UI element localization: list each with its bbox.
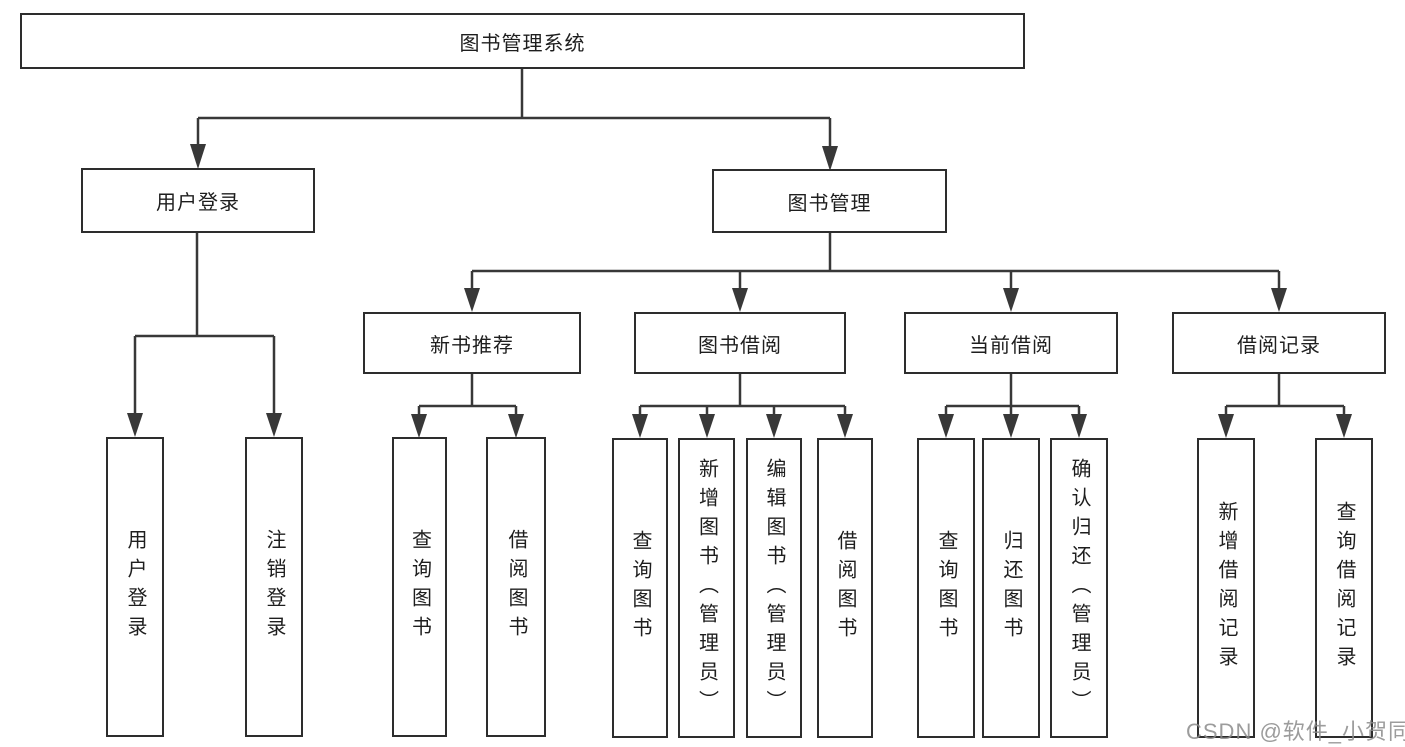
node-borrowing-records: 借阅记录 — [1172, 312, 1386, 374]
connector-borrowing-to-leaves — [632, 374, 853, 438]
leaf-cb-query-books: 查询图书 — [917, 438, 975, 738]
leaf-logout: 注销登录 — [245, 437, 303, 737]
connector-records-to-leaves — [1218, 374, 1352, 438]
node-book-management: 图书管理 — [712, 169, 947, 233]
connector-current-to-leaves — [938, 374, 1087, 438]
leaf-br-query-record: 查询借阅记录 — [1315, 438, 1373, 738]
leaf-bb-add-books-admin: 新增图书（管理员） — [678, 438, 735, 738]
leaf-bb-edit-books-admin: 编辑图书（管理员） — [746, 438, 802, 738]
connector-user-login-to-leaves — [127, 233, 282, 437]
leaf-br-add-record: 新增借阅记录 — [1197, 438, 1255, 738]
node-user-login: 用户登录 — [81, 168, 315, 233]
leaf-user-login: 用户登录 — [106, 437, 164, 737]
leaf-cb-return-books: 归还图书 — [982, 438, 1040, 738]
node-current-borrowing: 当前借阅 — [904, 312, 1118, 374]
connector-new-books-to-leaves — [411, 374, 524, 438]
connector-root-to-level2 — [190, 69, 838, 171]
node-root: 图书管理系统 — [20, 13, 1025, 69]
node-book-borrowing: 图书借阅 — [634, 312, 846, 374]
leaf-bb-query-books: 查询图书 — [612, 438, 668, 738]
node-new-book-recommendation: 新书推荐 — [363, 312, 581, 374]
leaf-nb-query-books: 查询图书 — [392, 437, 447, 737]
leaf-bb-borrow-books: 借阅图书 — [817, 438, 873, 738]
leaf-cb-confirm-return-admin: 确认归还（管理员） — [1050, 438, 1108, 738]
watermark-text: CSDN @软件_小贺同学 — [1186, 719, 1405, 744]
connector-book-management-to-level3 — [464, 233, 1287, 312]
leaf-nb-borrow-books: 借阅图书 — [486, 437, 546, 737]
